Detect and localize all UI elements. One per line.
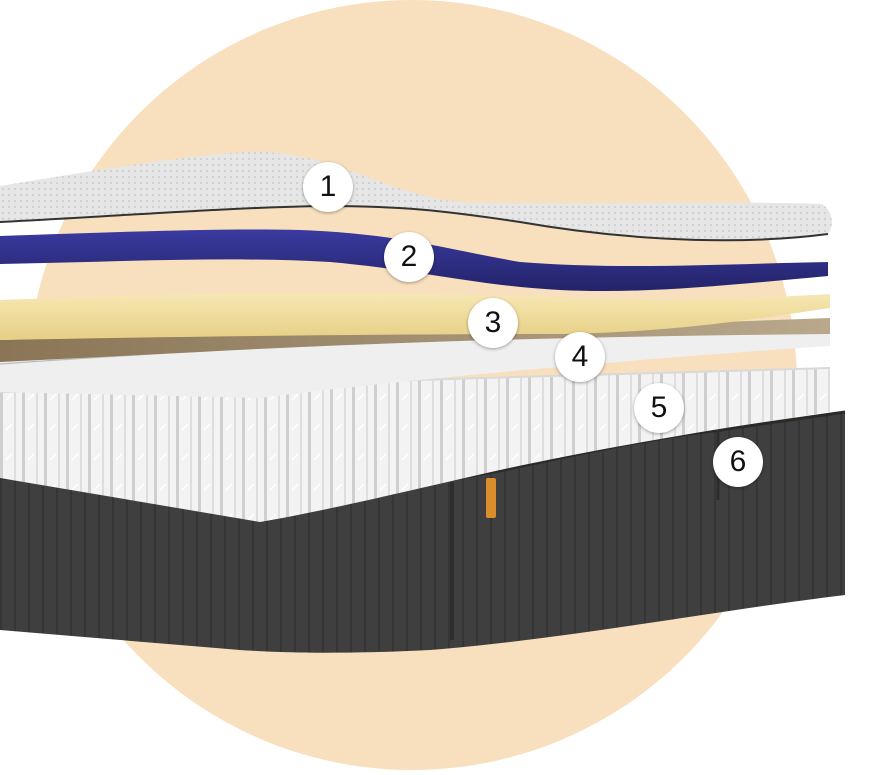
layer-marker-5: 5 <box>634 383 684 433</box>
layer-marker-2: 2 <box>384 232 434 282</box>
layer-1-topper <box>0 151 832 242</box>
layer-marker-4: 4 <box>555 332 605 382</box>
layer-marker-3: 3 <box>468 298 518 348</box>
layer-3-foam <box>0 293 830 340</box>
layer-marker-1: 1 <box>303 162 353 212</box>
layer-marker-6: 6 <box>713 437 763 487</box>
brand-tag <box>486 478 496 518</box>
